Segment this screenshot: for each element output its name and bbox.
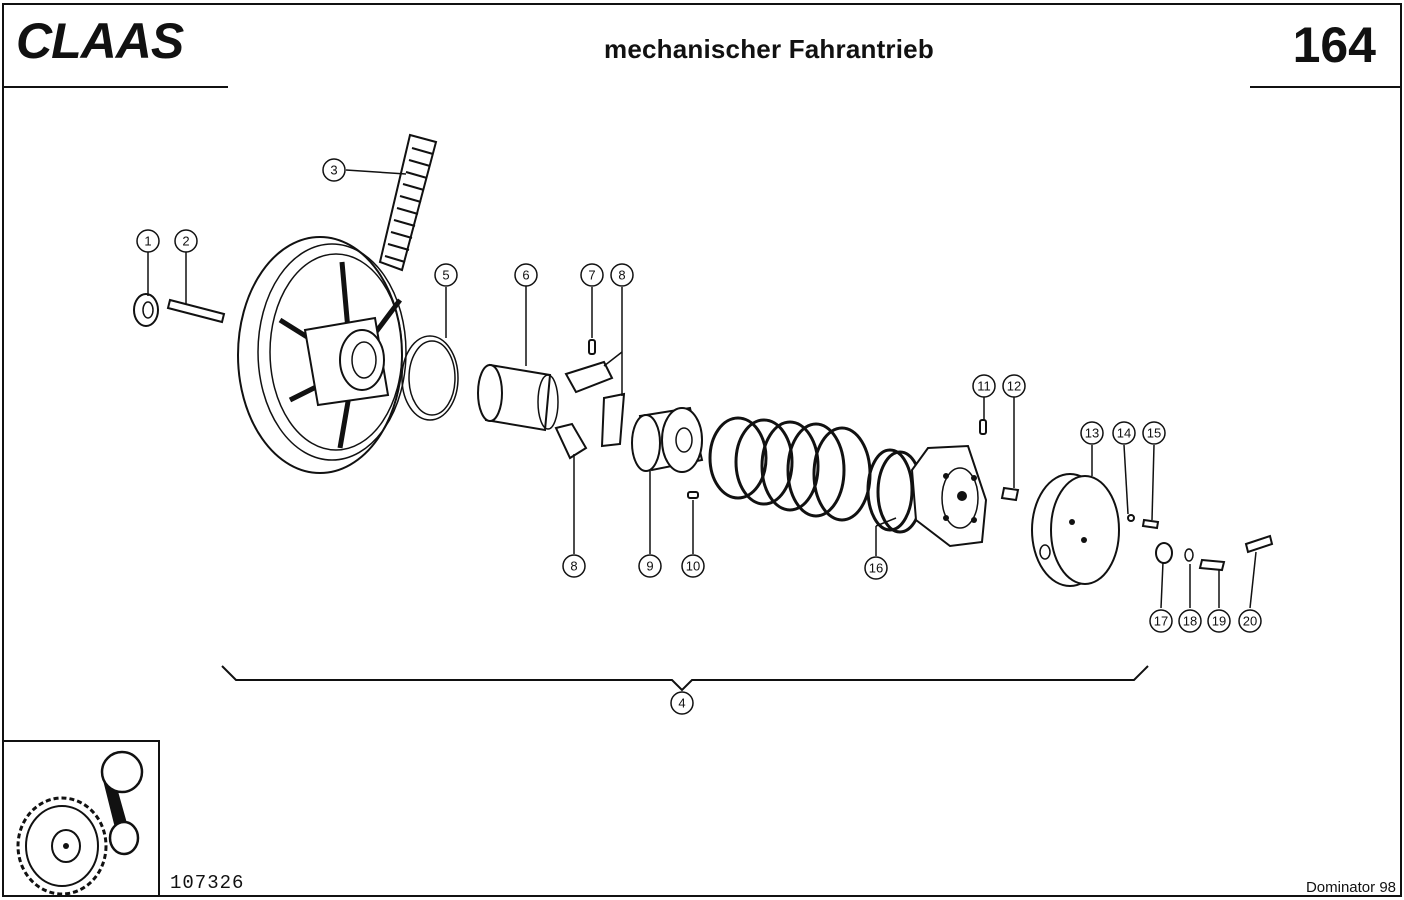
- v-belt: [378, 133, 438, 272]
- sleeve-part: [477, 363, 559, 432]
- pin-part-10: [687, 491, 699, 499]
- svg-text:7: 7: [588, 268, 595, 283]
- claas-logo: CLAAS: [16, 16, 185, 66]
- callout-2: 2: [174, 229, 198, 253]
- svg-text:19: 19: [1212, 614, 1226, 629]
- svg-text:20: 20: [1243, 614, 1257, 629]
- svg-text:18: 18: [1183, 614, 1197, 629]
- callout-11: 11: [972, 374, 996, 398]
- callout-18: 18: [1178, 609, 1202, 633]
- callout-13: 13: [1080, 421, 1104, 445]
- svg-text:5: 5: [442, 268, 449, 283]
- svg-text:9: 9: [646, 559, 653, 574]
- page-title: mechanischer Fahrantrieb: [604, 34, 934, 64]
- callout-4: 4: [670, 691, 694, 715]
- header-rule-right: [1250, 86, 1402, 88]
- svg-text:2: 2: [182, 234, 189, 249]
- svg-text:6: 6: [522, 268, 529, 283]
- brand-text: CLAAS: [16, 16, 184, 66]
- o-ring-part: [401, 335, 459, 421]
- document-number: 107326: [170, 872, 245, 894]
- callout-12: 12: [1002, 374, 1026, 398]
- svg-text:12: 12: [1007, 379, 1021, 394]
- callout-5: 5: [434, 263, 458, 287]
- svg-text:1: 1: [144, 234, 151, 249]
- svg-text:8: 8: [618, 268, 625, 283]
- key-part: [166, 298, 226, 324]
- callout-14: 14: [1112, 421, 1136, 445]
- svg-text:10: 10: [686, 559, 700, 574]
- svg-text:15: 15: [1147, 426, 1161, 441]
- compression-spring: [708, 416, 872, 522]
- svg-text:11: 11: [977, 379, 991, 394]
- callout-10: 10: [681, 554, 705, 578]
- small-hardware: [1127, 514, 1274, 572]
- svg-text:8: 8: [570, 559, 577, 574]
- svg-text:17: 17: [1154, 614, 1168, 629]
- pulley-wheel: [237, 236, 407, 474]
- location-thumbnail: [2, 740, 160, 897]
- washer-part: [133, 293, 159, 327]
- hub-part: [631, 406, 704, 473]
- callout-6: 6: [514, 263, 538, 287]
- segment-parts: [554, 360, 626, 460]
- pin-part-7: [588, 339, 596, 355]
- wheel-belt-sketch: [16, 750, 144, 896]
- callout-16: 16: [864, 556, 888, 580]
- callout-9: 9: [638, 554, 662, 578]
- callout-7: 7: [580, 263, 604, 287]
- callout-3: 3: [322, 158, 346, 182]
- callout-20: 20: [1238, 609, 1262, 633]
- drawing-frame: [2, 3, 1402, 897]
- callout-8-top: 8: [610, 263, 634, 287]
- svg-text:16: 16: [869, 561, 883, 576]
- flange-part: [910, 419, 1020, 548]
- assembly-bracket: [221, 665, 1149, 692]
- callout-1: 1: [136, 229, 160, 253]
- flywheel-part: [1031, 473, 1120, 587]
- svg-text:4: 4: [678, 696, 685, 711]
- header-rule-left: [2, 86, 228, 88]
- model-label: Dominator 98: [1305, 879, 1396, 896]
- leader-lines: [147, 169, 1257, 609]
- callout-15: 15: [1142, 421, 1166, 445]
- callout-17: 17: [1149, 609, 1173, 633]
- callout-19: 19: [1207, 609, 1231, 633]
- svg-text:13: 13: [1085, 426, 1099, 441]
- svg-text:3: 3: [330, 163, 337, 178]
- page-number: 164: [1292, 17, 1376, 73]
- svg-text:14: 14: [1117, 426, 1131, 441]
- callout-8-bottom: 8: [562, 554, 586, 578]
